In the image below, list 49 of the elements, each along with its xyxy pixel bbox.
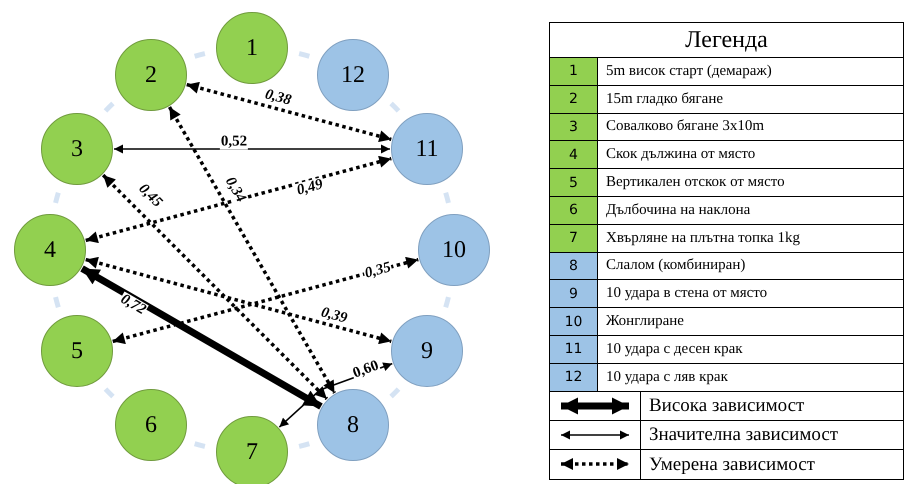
node-number: 12 <box>341 63 365 87</box>
double-arrow <box>80 265 323 410</box>
legend-text: Вертикален отскок от място <box>606 175 785 190</box>
double-arrow <box>85 156 392 244</box>
legend-number: 12 <box>564 370 582 384</box>
legend-text: Висока зависимост <box>649 396 804 416</box>
node-number: 7 <box>246 440 258 464</box>
double-arrow <box>114 144 390 154</box>
legend-number: 7 <box>569 231 578 246</box>
legend-number: 6 <box>569 203 578 218</box>
node-number: 4 <box>44 238 56 262</box>
node-number: 9 <box>421 339 433 363</box>
node-number: 10 <box>442 238 466 262</box>
node-number: 6 <box>145 413 157 437</box>
legend-number: 4 <box>569 148 578 162</box>
double-arrow <box>186 82 392 142</box>
double-arrow <box>168 106 336 394</box>
legend-text: Умерена зависимост <box>649 454 815 474</box>
legend-number: 2 <box>569 92 578 106</box>
node-number: 11 <box>415 137 439 161</box>
legend-text: 5m висок старт (демараж) <box>606 64 772 79</box>
legend-number: 11 <box>564 342 582 356</box>
legend-number: 3 <box>569 120 578 134</box>
legend-title: Легенда <box>685 28 768 52</box>
double-arrow <box>85 256 392 344</box>
node-number: 5 <box>71 339 83 363</box>
legend-number: 5 <box>569 176 578 190</box>
legend-text: 15m гладко бягане <box>606 92 724 107</box>
double-arrow <box>102 174 328 400</box>
legend-text: Значителна зависимост <box>649 425 838 444</box>
legend-number: 10 <box>564 314 582 329</box>
legend-number: 1 <box>569 64 578 78</box>
node-number: 1 <box>246 36 258 60</box>
legend-text: Совалково бягане 3x10m <box>606 119 764 134</box>
edge-label: 0,52 <box>220 134 248 150</box>
node-number: 8 <box>347 413 359 437</box>
legend-text: Жонглиране <box>606 314 684 330</box>
node-number: 3 <box>71 137 83 161</box>
legend-text: Дълбочина на наклона <box>606 202 750 218</box>
legend-number: 8 <box>569 258 578 273</box>
legend-text: 10 удара с ляв крак <box>606 370 728 385</box>
legend-text: Слалом (комбиниран) <box>606 258 746 274</box>
legend-text: 10 удара в стена от място <box>606 286 768 302</box>
node-number: 2 <box>145 63 157 87</box>
double-arrow <box>112 256 419 344</box>
legend-text: Скок дължина от място <box>606 147 756 162</box>
legend-text: 10 удара с десен крак <box>606 342 743 357</box>
legend-text: Хвърляне на плътна топка 1kg <box>606 230 800 246</box>
legend-number: 9 <box>569 286 578 301</box>
